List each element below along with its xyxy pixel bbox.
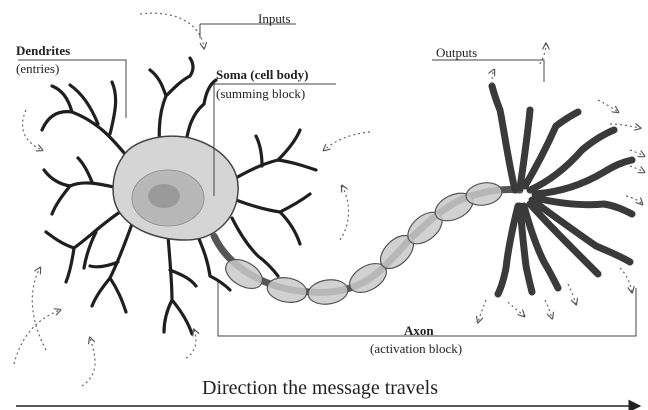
axon-label: Axon <box>404 324 434 337</box>
direction-label: Direction the message travels <box>202 378 438 398</box>
soma-sublabel: (summing block) <box>216 87 305 100</box>
outputs-label: Outputs <box>436 46 477 59</box>
soma-label: Soma (cell body) <box>216 68 308 81</box>
inputs-label: Inputs <box>258 12 291 25</box>
axon-terminals <box>492 86 632 294</box>
dendrites-label: Dendrites <box>16 44 70 57</box>
nucleolus <box>148 184 180 208</box>
dendrites-sublabel: (entries) <box>16 62 59 75</box>
myelin-sheath <box>221 180 504 307</box>
axon-sublabel: (activation block) <box>370 342 462 355</box>
